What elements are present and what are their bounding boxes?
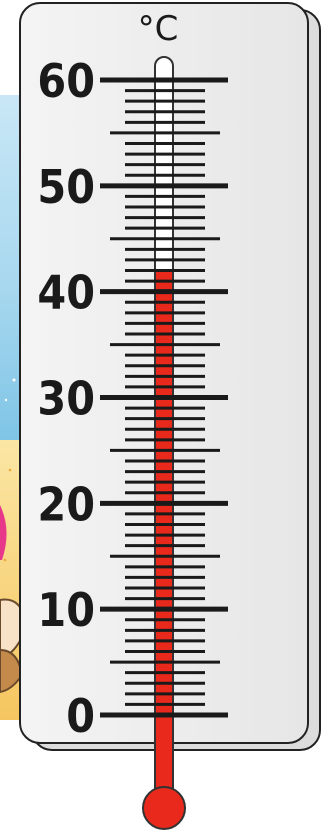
scale-label-60: 60 xyxy=(37,54,95,108)
scale-label-50: 50 xyxy=(37,160,95,214)
unit-label: °C xyxy=(138,9,179,49)
thermometer-bulb xyxy=(142,786,186,830)
scale-ticks xyxy=(100,77,228,718)
scale-label-0: 0 xyxy=(66,689,95,743)
scale-label-20: 20 xyxy=(37,477,95,531)
scale-labels: 0 10 20 30 40 50 60 xyxy=(37,54,95,743)
scale-label-30: 30 xyxy=(37,372,95,426)
scale-label-10: 10 xyxy=(37,583,95,637)
scale-label-40: 40 xyxy=(37,266,95,320)
